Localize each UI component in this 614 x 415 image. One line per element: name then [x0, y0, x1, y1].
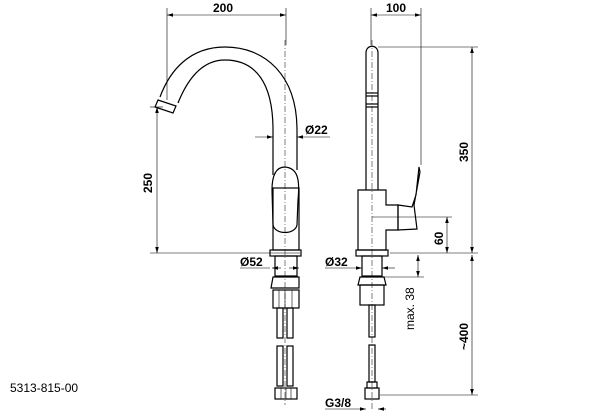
part-number: 5313-815-00 [10, 381, 78, 395]
dimension-spout-diameter: Ø22 [305, 123, 328, 137]
lever-side [397, 166, 421, 231]
dimension-width-200: 200 [213, 1, 233, 15]
dimension-base-diameter: Ø52 [240, 255, 263, 269]
dimension-shank-diameter: Ø32 [325, 255, 348, 269]
thread-nut [272, 289, 300, 309]
dimension-height-350: 350 [457, 142, 471, 162]
spout-nozzle [154, 99, 177, 114]
front-view: 200 250 Ø22 Ø52 [141, 1, 330, 405]
spout-inner [177, 59, 274, 175]
body-side [357, 189, 399, 251]
dimension-depth-100: 100 [386, 1, 406, 15]
side-view: 100 350 60 max. 38 ~400 Ø32 G3/8 [325, 1, 478, 411]
dimension-max-38: max. 38 [403, 287, 417, 330]
lever-handle [271, 166, 300, 234]
dimension-lever-60: 60 [432, 231, 446, 245]
hose-right [286, 307, 294, 339]
dimension-height-250: 250 [141, 173, 155, 193]
dimension-hose-400: ~400 [457, 323, 471, 350]
spout-outer [159, 46, 298, 170]
spout-side [365, 45, 379, 190]
dimension-thread: G3/8 [325, 396, 351, 410]
hose-left [276, 307, 284, 339]
body [272, 187, 300, 251]
